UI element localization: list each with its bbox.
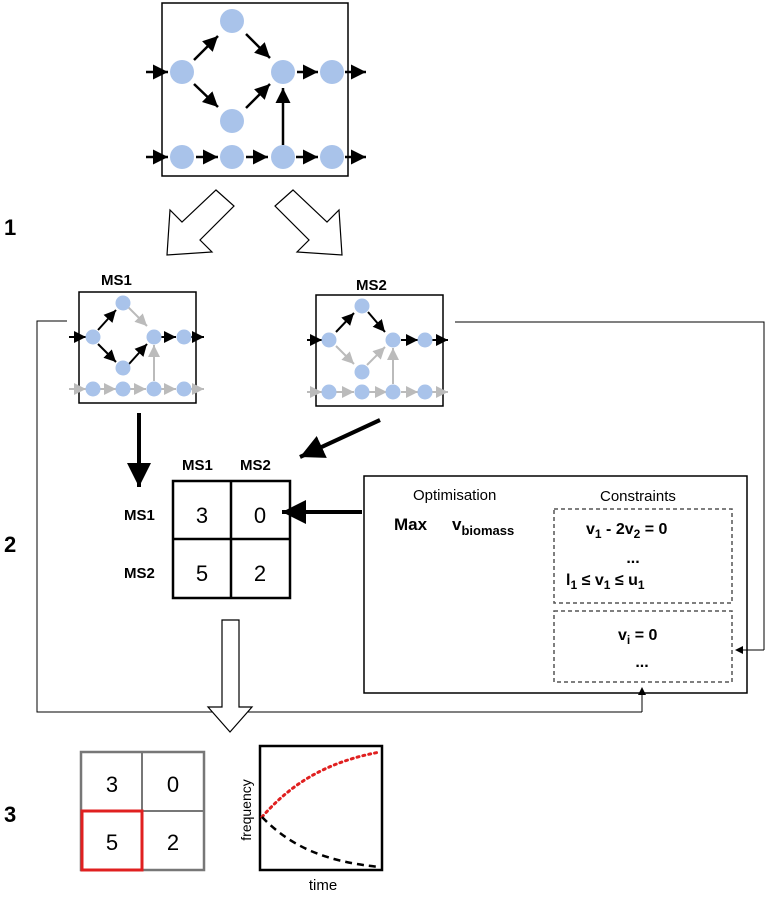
constraint-equation-1: v1 - 2v2 = 0 [586, 521, 668, 541]
matrix-row-header-ms2: MS2 [124, 565, 155, 582]
result-grid [79, 750, 206, 872]
matrix-cell-1-2: 0 [254, 503, 266, 528]
matrix-row-header-ms1: MS1 [124, 507, 155, 524]
highlighted-cell-outline [80, 809, 144, 872]
split-arrow-left [166, 189, 235, 256]
matrix-col-header-ms2: MS2 [240, 457, 271, 474]
plot-x-label: time [309, 877, 337, 894]
constraints-box [553, 508, 733, 604]
optimisation-heading: Optimisation [413, 487, 496, 504]
step-label-1: 1 [4, 215, 16, 240]
black-series-line [261, 816, 381, 869]
frequency-plot [258, 744, 384, 872]
ms2-to-constraints-connector [455, 321, 765, 654]
ms2-to-matrix-arrow [299, 418, 381, 459]
constraints-heading: Constraints [600, 488, 676, 505]
plot-y-label: frequency [238, 779, 254, 840]
matrix-cell-1-1: 3 [196, 503, 208, 528]
full-network [146, 2, 366, 177]
result-arrow [206, 619, 254, 733]
knockout-constraint: vi = 0 [618, 627, 657, 647]
matrix-cell-2-2: 2 [254, 561, 266, 586]
optimisation-box [363, 475, 748, 694]
matrix-grid [171, 479, 292, 600]
ms2-network [307, 294, 448, 407]
knockout-constraints-box [553, 610, 733, 683]
matrix-col-header-ms1: MS1 [182, 457, 213, 474]
step-label-3: 3 [4, 802, 16, 827]
ms1-to-constraints-connector [36, 320, 646, 713]
split-arrow-right [274, 189, 343, 256]
objective-label: vbiomass [452, 515, 514, 538]
red-series-line [260, 750, 382, 819]
result-cell-2-1: 5 [106, 830, 118, 855]
constraints-ellipsis-2: ... [635, 654, 648, 671]
ms2-title: MS2 [356, 277, 387, 294]
step-label-2: 2 [4, 532, 16, 557]
ms1-title: MS1 [101, 272, 132, 289]
ms1-network [69, 291, 204, 404]
result-cell-1-2: 0 [167, 772, 179, 797]
max-label: Max [394, 515, 428, 534]
matrix-cell-2-1: 5 [196, 561, 208, 586]
constraint-bounds: l1 ≤ v1 ≤ u1 [566, 572, 645, 592]
constraints-ellipsis-1: ... [626, 550, 639, 567]
result-cell-2-2: 2 [167, 830, 179, 855]
result-cell-1-1: 3 [106, 772, 118, 797]
